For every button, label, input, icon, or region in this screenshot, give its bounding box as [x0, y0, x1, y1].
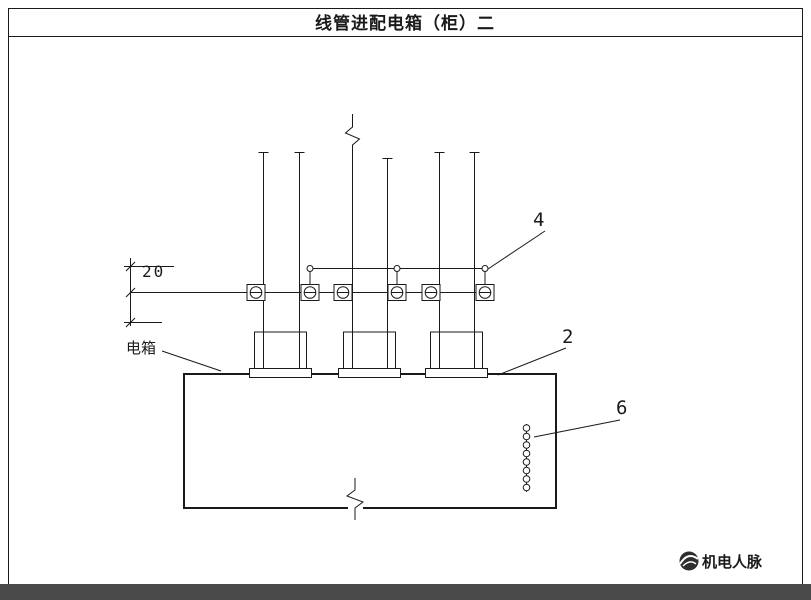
conduit-right	[434, 152, 480, 369]
ground-chain	[522, 424, 531, 492]
box-label: 电箱	[126, 339, 156, 357]
pipe-clamp	[475, 284, 495, 301]
brand-logo-icon	[679, 551, 699, 571]
dimension-label: 20	[142, 262, 165, 281]
leader-line-callout-4	[487, 230, 546, 270]
leader-line-callout-6	[533, 419, 621, 438]
pipe-clamp	[300, 284, 320, 301]
break-symbol-top	[344, 114, 361, 158]
pipe-clamp	[387, 284, 407, 301]
footer-bar	[0, 584, 811, 600]
conduit-sleeves	[254, 331, 483, 374]
page-frame	[8, 8, 803, 584]
conduit-middle	[352, 158, 393, 369]
drawing-title: 线管进配电箱（柜）二	[315, 13, 495, 34]
footer: 机电人脉	[0, 551, 811, 600]
leader-line-box-label	[161, 350, 222, 372]
conduit-left	[258, 152, 305, 369]
pipe-clamp	[333, 284, 353, 301]
pipe-clamp	[421, 284, 441, 301]
distribution-box	[183, 373, 557, 509]
pipe-clamp	[246, 284, 266, 301]
callout-4: 4	[533, 209, 544, 231]
callout-6: 6	[616, 397, 627, 419]
dimension-20	[124, 258, 174, 328]
brand-name: 机电人脉	[702, 553, 763, 571]
pipe-clamps	[246, 284, 495, 301]
leader-line-callout-2	[497, 347, 567, 376]
sleeve-flanges	[249, 368, 488, 378]
break-symbol-bottom	[345, 478, 365, 520]
callout-2: 2	[562, 326, 573, 348]
